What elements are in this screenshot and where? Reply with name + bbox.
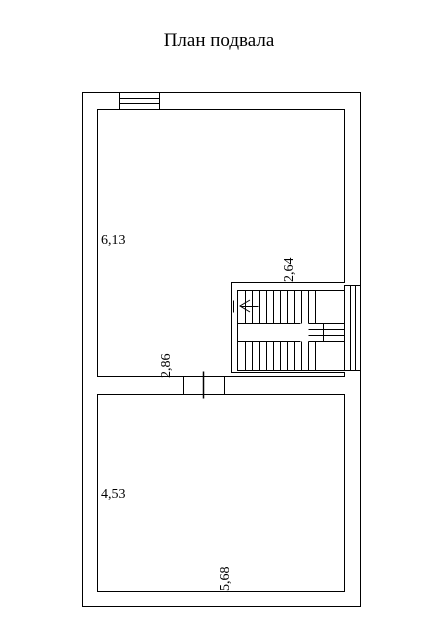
staircase [233,290,345,371]
right-window [344,285,361,371]
dim-lower-room-height: 4,53 [101,487,126,502]
dim-lower-room-width: 5,68 [218,567,233,592]
top-window [119,92,160,110]
doorway [183,371,225,399]
outer-wall [82,92,361,607]
plan-title: План подвала [163,30,275,51]
upper-room-outline [97,109,345,377]
dim-stair-width: 2,64 [282,258,297,283]
dim-upper-room-width: 2,86 [159,354,174,379]
dim-upper-room-height: 6,13 [101,233,126,248]
lower-room-outline [97,394,345,592]
